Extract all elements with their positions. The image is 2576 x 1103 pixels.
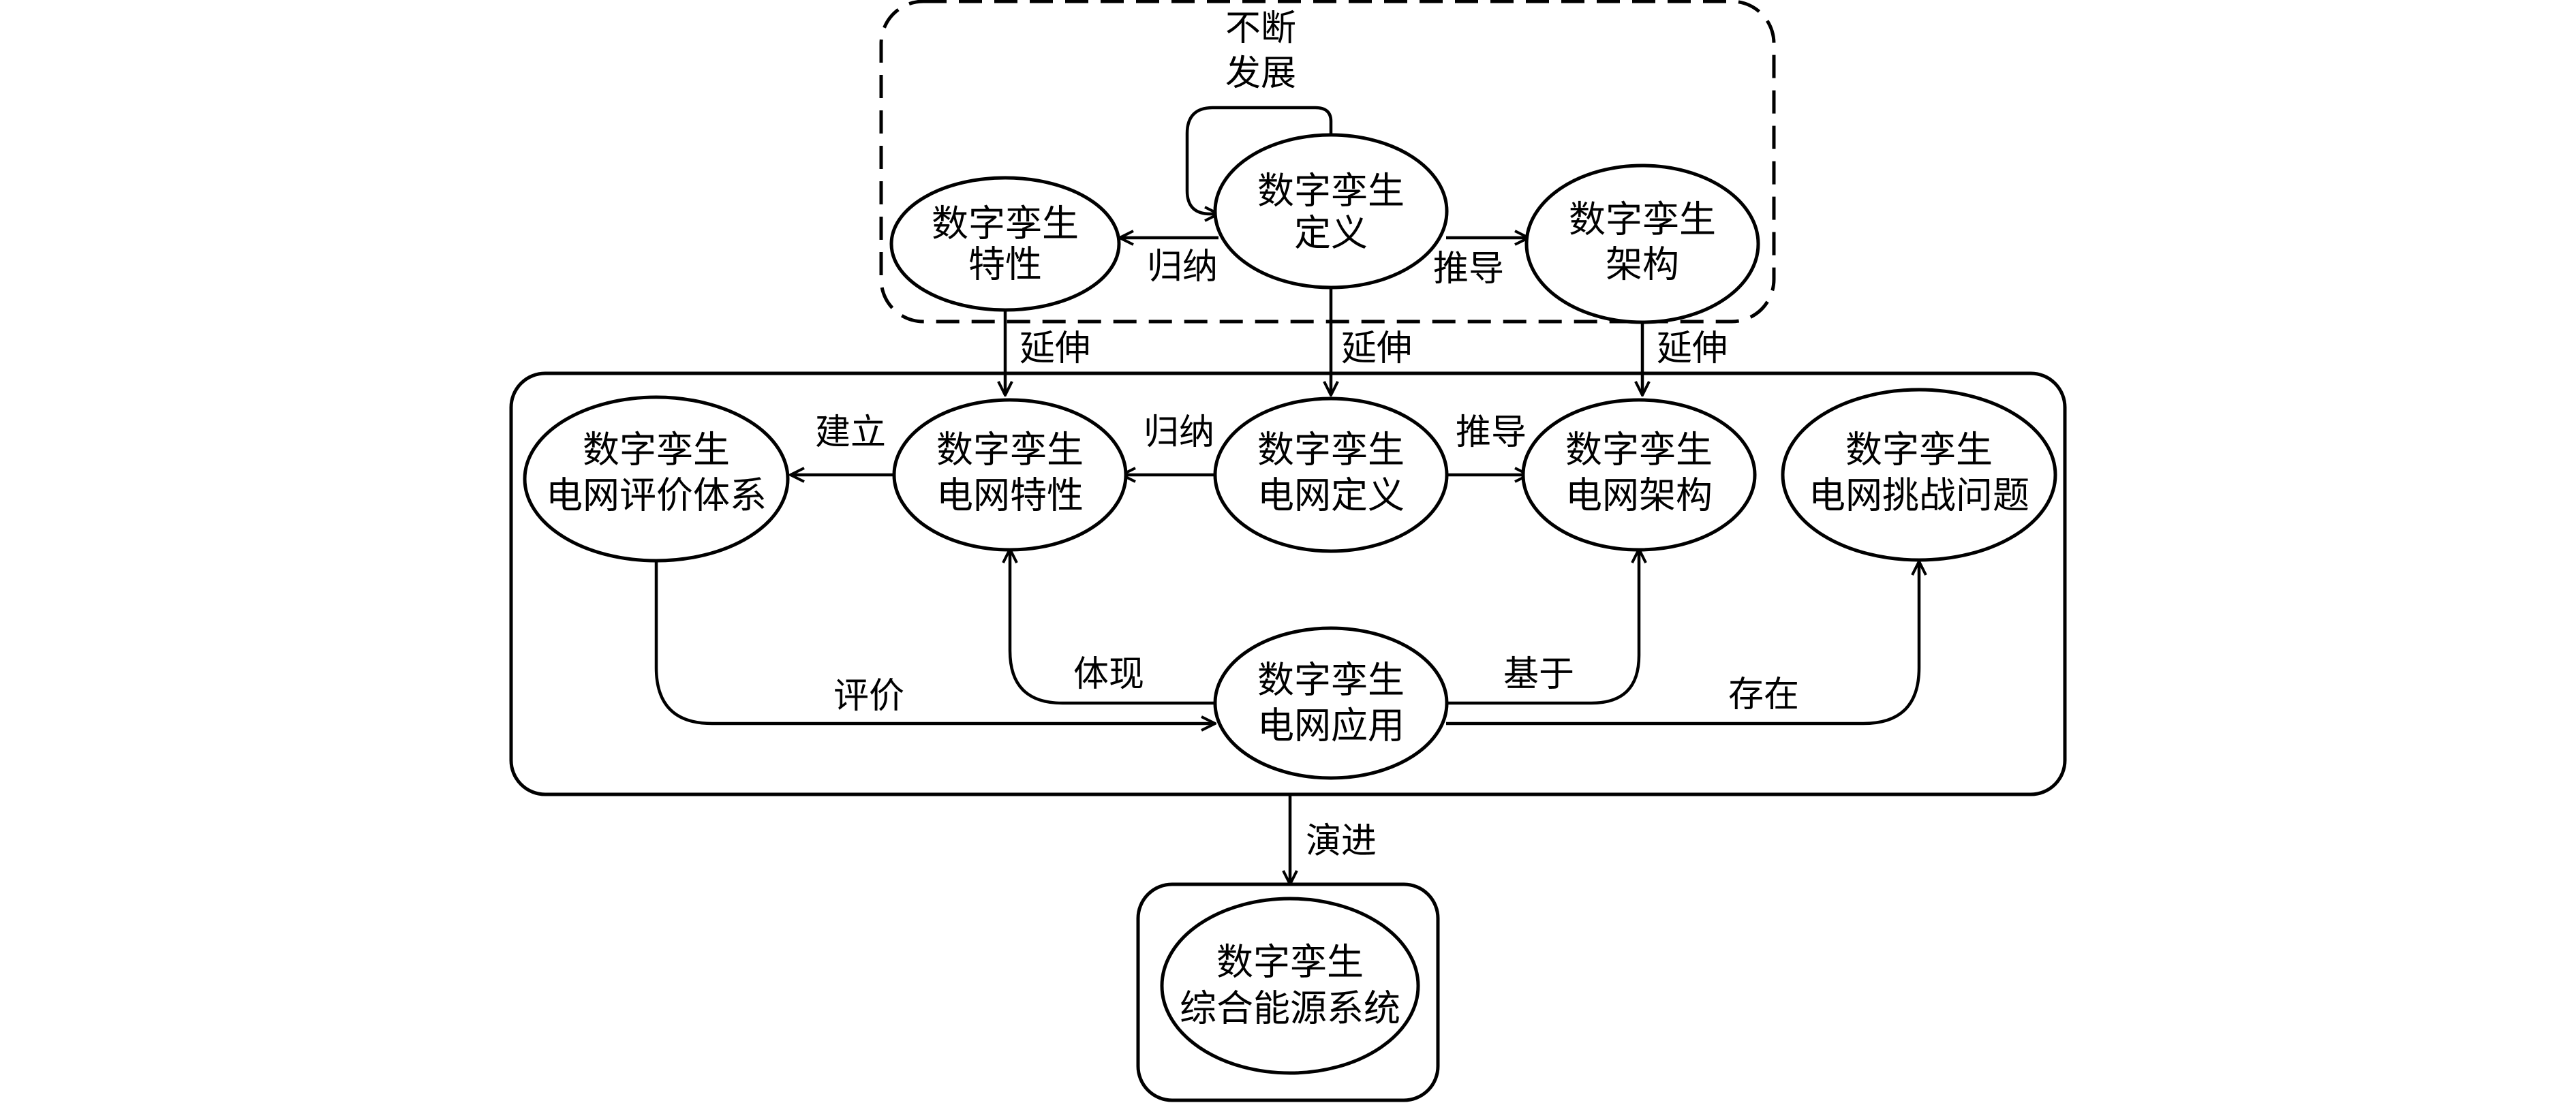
- node-line-2: 电网特性: [936, 474, 1084, 517]
- induce-grid-label: 归纳: [1144, 412, 1214, 453]
- node-line-2: 电网应用: [1257, 704, 1405, 747]
- embody-label: 体现: [1073, 654, 1144, 695]
- node-line-2: 定义: [1294, 212, 1368, 255]
- node-dt-characteristics: 数字孪生 特性: [889, 176, 1121, 312]
- continuous-development-label-line-1: 不断: [1225, 8, 1296, 49]
- node-grid-characteristics: 数字孪生 电网特性: [892, 398, 1128, 552]
- establish-label: 建立: [815, 412, 886, 453]
- exists-arrow: [1446, 561, 1919, 726]
- node-line-1: 数字孪生: [936, 429, 1084, 471]
- continuous-development-loop-arrow: [1185, 106, 1333, 214]
- node-line-1: 数字孪生: [583, 429, 730, 471]
- node-grid-evaluation-system: 数字孪生 电网评价体系: [523, 395, 790, 563]
- node-line-2: 电网架构: [1565, 474, 1713, 517]
- node-line-2: 综合能源系统: [1180, 987, 1400, 1030]
- grid-group-frame: [509, 371, 2067, 796]
- induce-top-label: 归纳: [1147, 247, 1218, 288]
- node-line-1: 数字孪生: [1257, 659, 1405, 702]
- based-on-label: 基于: [1503, 654, 1574, 695]
- extend-left-label: 延伸: [1019, 328, 1090, 369]
- node-line-1: 数字孪生: [932, 202, 1079, 245]
- node-line-2: 电网定义: [1257, 474, 1405, 517]
- extend-center-label: 延伸: [1341, 328, 1412, 369]
- node-grid-definition: 数字孪生 电网定义: [1213, 397, 1449, 553]
- evaluate-arrow: [654, 560, 1215, 724]
- node-line-1: 数字孪生: [1565, 429, 1713, 471]
- node-grid-architecture: 数字孪生 电网架构: [1521, 398, 1757, 552]
- node-dt-architecture: 数字孪生 架构: [1524, 164, 1760, 324]
- continuous-development-label-line-2: 发展: [1225, 53, 1296, 94]
- evolve-label: 演进: [1306, 821, 1377, 862]
- definition-group-frame: [879, 0, 1776, 324]
- node-line-1: 数字孪生: [1845, 429, 1993, 471]
- node-line-2: 电网挑战问题: [1809, 474, 2029, 517]
- node-line-2: 架构: [1606, 243, 1679, 286]
- node-line-2: 特性: [968, 243, 1042, 286]
- node-grid-application: 数字孪生 电网应用: [1213, 626, 1449, 780]
- node-dt-definition: 数字孪生 定义: [1213, 133, 1449, 290]
- node-line-1: 数字孪生: [1216, 941, 1364, 984]
- extend-right-label: 延伸: [1657, 328, 1728, 369]
- derive-top-label: 推导: [1433, 249, 1504, 290]
- based-on-arrow: [1446, 549, 1639, 705]
- embody-arrow: [1010, 549, 1215, 705]
- evaluate-label: 评价: [833, 676, 904, 717]
- derive-grid-label: 推导: [1456, 412, 1527, 453]
- node-line-1: 数字孪生: [1257, 170, 1405, 213]
- node-grid-challenges: 数字孪生 电网挑战问题: [1781, 388, 2057, 562]
- node-integrated-energy-system: 数字孪生 综合能源系统: [1160, 897, 1420, 1075]
- node-line-2: 电网评价体系: [546, 474, 767, 517]
- node-line-1: 数字孪生: [1569, 198, 1716, 241]
- exists-label: 存在: [1728, 674, 1799, 715]
- node-line-1: 数字孪生: [1257, 429, 1405, 471]
